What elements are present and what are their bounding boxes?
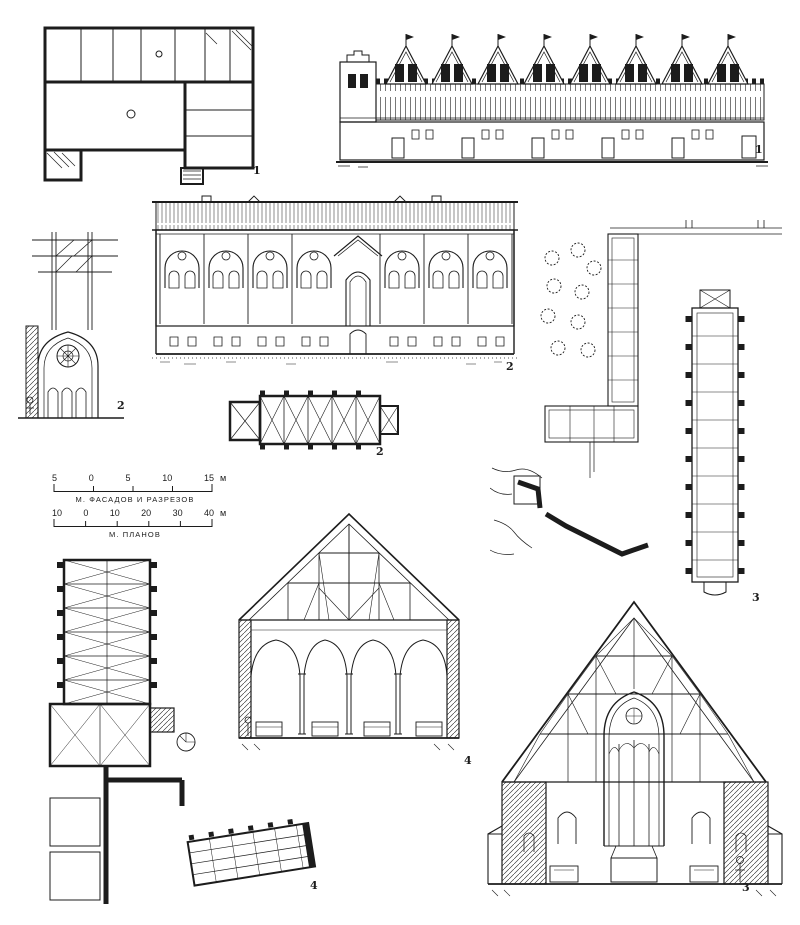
figure-facade-top-right: 1: [328, 26, 775, 174]
scale-bars: 5 0 5 10 15 м М. ФАСАДОВ И РАЗРЕЗОВ 10 0…: [52, 473, 252, 544]
scale-tick: 5: [52, 473, 58, 483]
scale-facades-caption: М. ФАСАДОВ И РАЗРЕЗОВ: [75, 494, 195, 504]
scale-tick: 15: [203, 473, 214, 483]
scale-plans-ticks: 10 0 10 20 30 40: [52, 507, 214, 519]
figure-plan-center-small: 2: [224, 380, 406, 462]
facade-center-drawing: [152, 195, 518, 365]
figure-facade-center: 2: [136, 194, 534, 376]
figure-section-bottom-right: 3: [484, 594, 786, 904]
section-fragment-drawing: [18, 232, 124, 419]
scale-facades: 5 0 5 10 15 м М. ФАСАДОВ И РАЗРЕЗОВ: [52, 473, 252, 504]
scale-unit: м: [220, 507, 227, 518]
figure-plan-bottom-small: 4: [182, 804, 324, 900]
figure-section-fragment-left: 2: [14, 226, 132, 424]
facade-top-right-drawing: [336, 33, 768, 168]
figure-number: 4: [310, 879, 318, 892]
scale-tick: 10: [109, 507, 120, 518]
plan-bottom-small-drawing: [186, 816, 317, 887]
figure-plan-top-left: 1: [35, 18, 265, 190]
site-plan-drawing: [490, 220, 782, 596]
scale-plans-bar: [53, 518, 213, 527]
figure-number: 3: [752, 591, 760, 604]
plan-center-small-drawing: [228, 390, 399, 450]
figure-number: 1: [253, 164, 261, 177]
scale-tick: 10: [52, 507, 63, 518]
figure-number: 2: [506, 360, 514, 373]
figure-number: 2: [117, 399, 125, 412]
scale-tick: 0: [83, 507, 89, 518]
figure-section-center: 4: [224, 508, 476, 772]
figure-number: 3: [742, 881, 750, 894]
scale-unit: м: [220, 473, 227, 483]
scale-tick: 0: [88, 473, 94, 483]
scale-tick: 30: [172, 507, 183, 518]
figure-number: 2: [376, 445, 384, 458]
scale-tick: 20: [141, 507, 152, 518]
figure-number: 1: [755, 143, 763, 156]
scale-facades-ticks: 5 0 5 10 15: [52, 473, 214, 484]
scale-tick: 10: [162, 473, 173, 483]
figure-site-plan-right: 3: [490, 220, 782, 608]
scale-tick: 5: [125, 473, 131, 483]
scale-plans-caption: М. ПЛАНОВ: [109, 529, 161, 539]
plan-bottom-left-drawing: [48, 558, 196, 904]
trees: [540, 242, 602, 358]
plan-top-left-drawing: [43, 26, 255, 185]
figure-plan-bottom-left: [48, 556, 216, 904]
scale-facades-bar: [53, 483, 213, 492]
section-center-drawing: [238, 512, 460, 751]
scale-tick: 40: [203, 507, 214, 518]
figure-number: 4: [464, 754, 472, 767]
section-bottom-right-drawing: [487, 600, 783, 897]
scale-plans: 10 0 10 20 30 40 м М. ПЛАНОВ: [52, 507, 252, 539]
